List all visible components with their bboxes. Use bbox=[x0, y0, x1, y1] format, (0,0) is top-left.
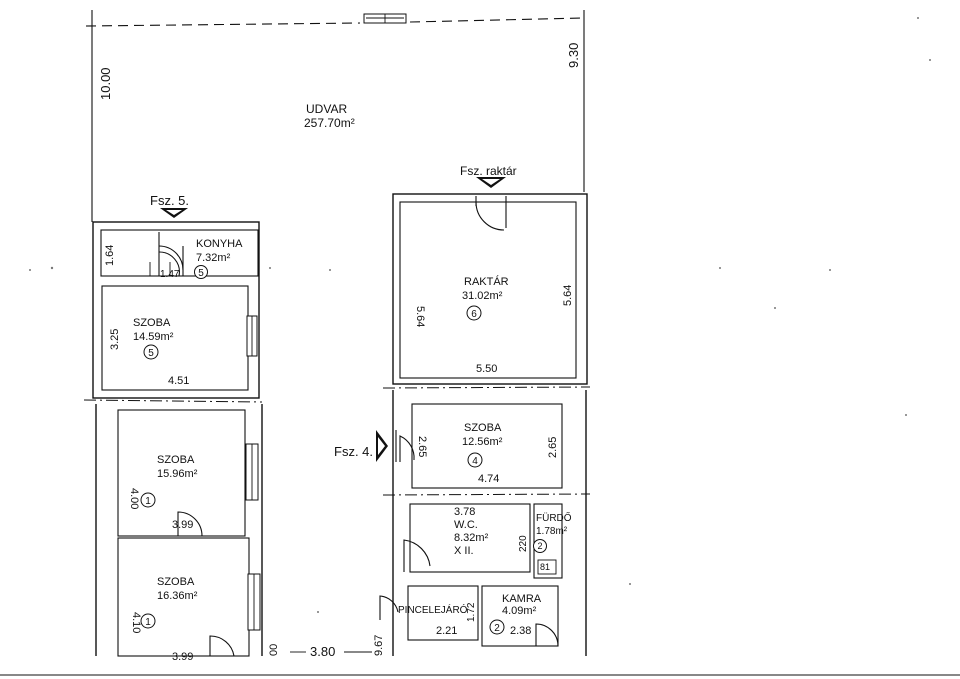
kamra-area: 4.09m² bbox=[502, 605, 537, 617]
furdo-area: 1.78m² bbox=[536, 526, 568, 537]
dim-raktar-left: 5.64 bbox=[414, 306, 426, 327]
szoba4-unit: 4 bbox=[472, 456, 478, 467]
dim-bottom-left: 00 bbox=[268, 644, 280, 656]
konyha-name: KONYHA bbox=[196, 238, 243, 250]
dim-pince-width: 2.21 bbox=[436, 625, 457, 637]
courtyard-boundary bbox=[85, 10, 585, 222]
dim-szoba4-left: 2.65 bbox=[416, 436, 428, 457]
entrance-fsz4 bbox=[376, 430, 388, 462]
dim-pince-right: 1.72 bbox=[466, 602, 477, 622]
entrance-fsz5-label: Fsz. 5. bbox=[150, 193, 189, 208]
szoba4-area: 12.56m² bbox=[462, 436, 503, 448]
kamra-name: KAMRA bbox=[502, 593, 542, 605]
courtyard-name: UDVAR bbox=[306, 102, 347, 116]
dim-raktar-bottom: 5.50 bbox=[476, 363, 497, 375]
dim-szoba4-width: 4.74 bbox=[478, 473, 499, 485]
entrance-fsz-raktar-label: Fsz. raktár bbox=[460, 164, 517, 178]
szoba5-unit: 5 bbox=[148, 348, 154, 359]
dim-left-wall: 10.00 bbox=[98, 67, 113, 100]
szoba4-unit-circle bbox=[467, 452, 483, 468]
raktar-unit: 6 bbox=[471, 309, 477, 320]
dim-szoba1a-height: 4.00 bbox=[128, 488, 140, 509]
raktar-walls bbox=[392, 193, 588, 385]
kamra-unit-circle bbox=[489, 619, 505, 635]
wc-name: W.C. bbox=[454, 519, 478, 531]
dim-szoba5-height: 3.25 bbox=[109, 329, 121, 350]
dim-szoba5-width: 4.51 bbox=[168, 375, 189, 387]
furdo-name: FÜRDŐ bbox=[536, 510, 572, 524]
dim-szoba1b-height: 4.10 bbox=[130, 612, 142, 633]
raktar-name: RAKTÁR bbox=[464, 275, 509, 288]
courtyard-area: 257.70m² bbox=[304, 116, 355, 130]
szoba1a-area: 15.96m² bbox=[157, 468, 198, 480]
raktar-unit-circle bbox=[466, 305, 482, 321]
small-room-81: 81 bbox=[540, 562, 550, 572]
dim-szoba1a-width: 3.99 bbox=[172, 519, 193, 531]
dim-right-wall: 9.30 bbox=[566, 43, 581, 68]
konyha-area: 7.32m² bbox=[196, 252, 231, 264]
unit-5-walls bbox=[92, 221, 260, 399]
pincejaro-name: PINCELEJÁRÓ bbox=[398, 603, 468, 616]
dim-raktar-right: 5.64 bbox=[562, 285, 574, 306]
wc-area: 8.32m² bbox=[454, 532, 489, 544]
scan-noise bbox=[29, 17, 931, 613]
entrance-fsz4-label: Fsz. 4. bbox=[334, 444, 373, 459]
dim-kamra-width: 2.38 bbox=[510, 625, 531, 637]
szoba1a-unit: 1 bbox=[145, 496, 151, 507]
dim-bottom-width: 3.80 bbox=[310, 644, 335, 659]
dim-bottom-right: 9.67 bbox=[373, 635, 385, 656]
szoba1a-name: SZOBA bbox=[157, 454, 195, 466]
entrance-fsz-raktar bbox=[476, 177, 506, 188]
szoba1b-unit: 1 bbox=[145, 617, 151, 628]
dim-szoba1b-width: 3.99 bbox=[172, 651, 193, 663]
raktar-area: 31.02m² bbox=[462, 290, 503, 302]
dim-wc-top: 3.78 bbox=[454, 506, 475, 518]
konyha-unit: 5 bbox=[198, 268, 204, 279]
konyha-unit-circle bbox=[194, 265, 208, 279]
szoba5-area: 14.59m² bbox=[133, 331, 174, 343]
szoba1a-unit-circle bbox=[140, 492, 156, 508]
szoba4-name: SZOBA bbox=[464, 422, 502, 434]
szoba1b-name: SZOBA bbox=[157, 576, 195, 588]
unit-4-walls bbox=[379, 390, 587, 656]
dim-wc-right: 220 bbox=[518, 535, 529, 552]
entrance-fsz5 bbox=[160, 208, 188, 218]
kamra-unit: 2 bbox=[494, 623, 500, 634]
dim-konyha-height: 1.64 bbox=[104, 245, 116, 266]
szoba1b-area: 16.36m² bbox=[157, 590, 198, 602]
dim-konyha-door: 1.47 bbox=[160, 269, 180, 280]
szoba5-unit-circle bbox=[143, 344, 159, 360]
szoba5-name: SZOBA bbox=[133, 317, 171, 329]
unit-1-walls bbox=[95, 404, 263, 657]
furdo-unit: 2 bbox=[537, 541, 542, 551]
szoba1b-unit-circle bbox=[140, 613, 156, 629]
dim-szoba4-right: 2.65 bbox=[547, 437, 559, 458]
wc-note: X II. bbox=[454, 545, 474, 557]
furdo-unit-circle bbox=[533, 539, 547, 553]
